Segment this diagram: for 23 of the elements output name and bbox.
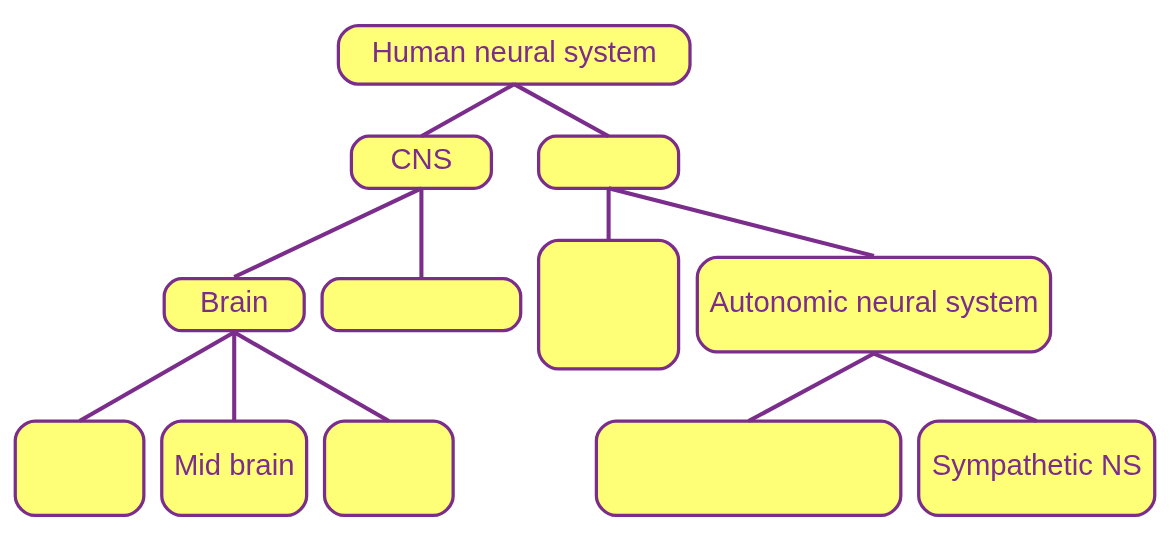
connector [747, 351, 875, 423]
node-box: Brain [162, 276, 306, 332]
node-box: CNS [349, 134, 494, 190]
connector [233, 185, 423, 279]
node-box [322, 418, 455, 517]
connector [232, 331, 237, 421]
connector [78, 330, 236, 423]
node-box [537, 134, 681, 190]
connector [419, 187, 424, 277]
node-box [537, 238, 681, 371]
node-box: Sympathetic NS [917, 418, 1157, 517]
node-box: Mid brain [160, 418, 309, 517]
connector [873, 351, 1038, 423]
node-box: Human neural system [336, 23, 692, 86]
connector [513, 81, 610, 138]
connector [420, 81, 516, 138]
connector [608, 185, 875, 258]
node-box [594, 418, 903, 517]
connector [606, 187, 611, 240]
node-box: Autonomic neural system [695, 255, 1053, 353]
node-box [13, 418, 146, 517]
connector [233, 330, 390, 423]
node-box [320, 276, 523, 332]
